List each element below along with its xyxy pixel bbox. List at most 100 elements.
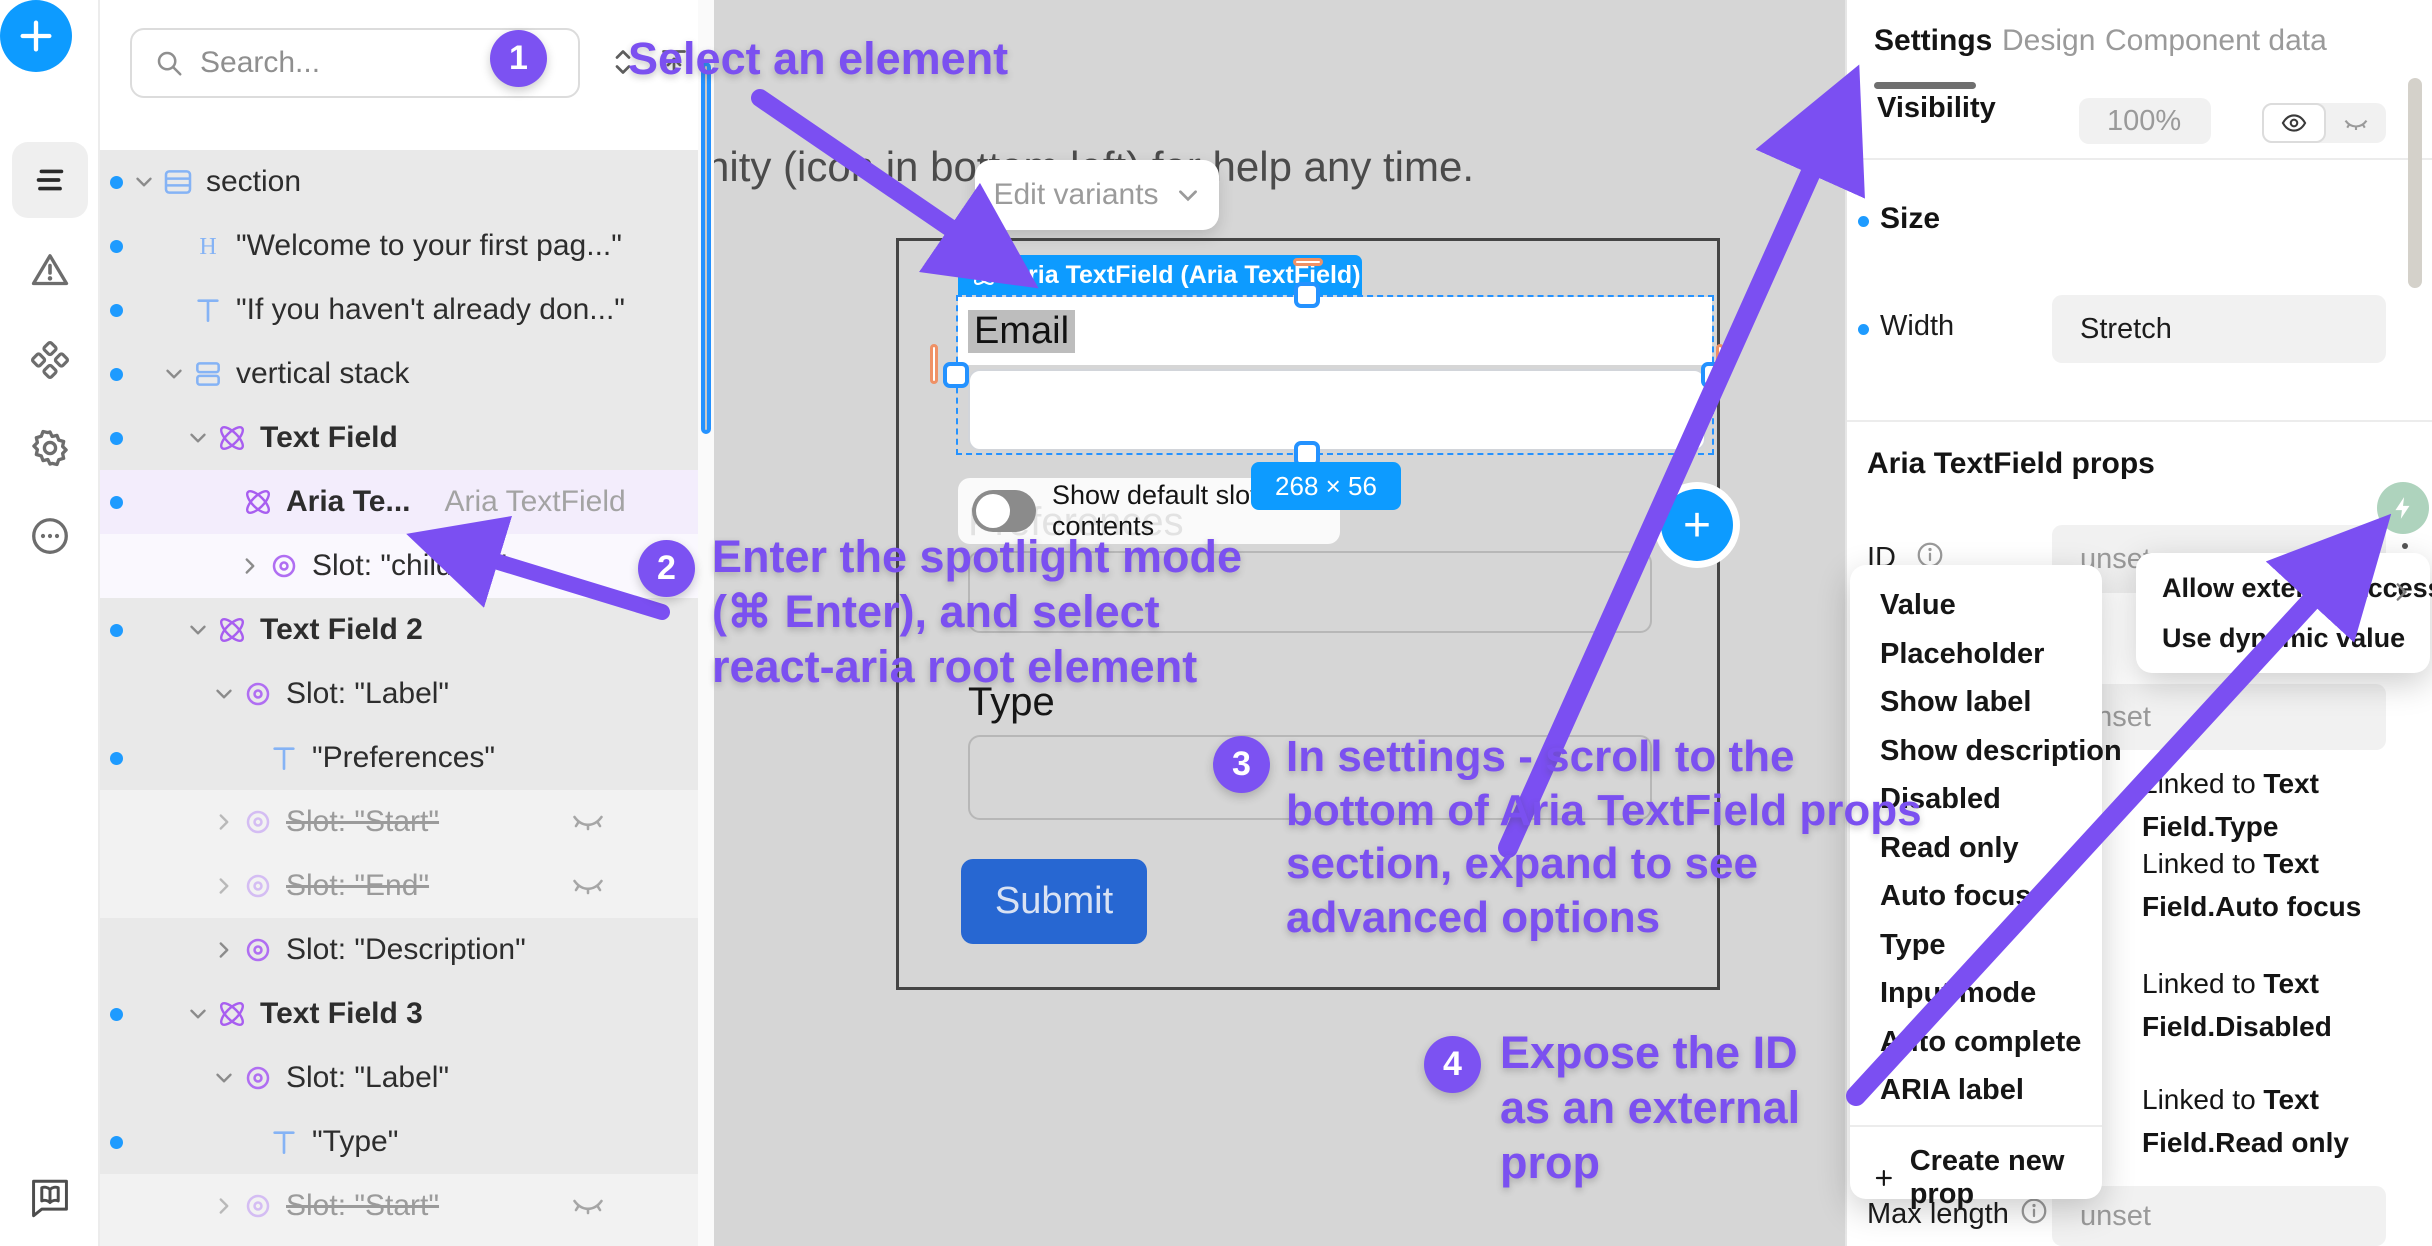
tree-row-slot-start[interactable]: Slot: "Start" — [100, 790, 700, 854]
insert-button[interactable] — [0, 0, 72, 72]
visibility-off-icon[interactable] — [570, 802, 606, 843]
menu-item-aria-label[interactable]: ARIA label — [1880, 1074, 2024, 1106]
eye-off-icon[interactable] — [2326, 103, 2386, 143]
visibility-value[interactable]: 100% — [2079, 98, 2211, 144]
tree-row-label: Slot: "Label" — [286, 677, 450, 710]
show-default-slot-toggle[interactable] — [972, 490, 1036, 532]
resize-handle-top[interactable] — [1294, 282, 1320, 308]
submit-button[interactable]: Submit — [961, 859, 1147, 944]
slot-icon — [240, 804, 276, 840]
tree-row-section[interactable]: section — [100, 150, 700, 214]
slot-icon — [240, 676, 276, 712]
tree-row-text-field-3[interactable]: Text Field 3 — [100, 982, 700, 1046]
tree-row-slot-end[interactable]: Slot: "End" — [100, 854, 700, 918]
inspector-scrollbar[interactable] — [2408, 78, 2422, 288]
tree-row-if-you-haven-t-already-don[interactable]: "If you haven't already don..." — [100, 278, 700, 342]
add-element-button[interactable]: + — [1661, 489, 1733, 561]
menu-divider — [1850, 1125, 2102, 1127]
change-dot — [110, 432, 123, 445]
selection-outline — [956, 295, 1714, 455]
slot-contents-pill: Show default slot contents — [958, 478, 1340, 544]
tree-row-vertical-stack[interactable]: vertical stack — [100, 342, 700, 406]
tree-row-label: section — [206, 165, 302, 198]
layers-scrollbar[interactable] — [698, 0, 714, 1246]
component-atom-icon — [974, 265, 994, 285]
tab-settings[interactable]: Settings — [1874, 24, 1993, 57]
tab-component-data[interactable]: Component data — [2105, 24, 2327, 57]
tree-row-slot-label[interactable]: Slot: "Label" — [100, 662, 700, 726]
plus-icon — [20, 20, 52, 52]
menu-item-input-mode[interactable]: Input mode — [1880, 977, 2037, 1009]
tree-row-text-field[interactable]: Text Field — [100, 406, 700, 470]
tree-row-text-field-2[interactable]: Text Field 2 — [100, 598, 700, 662]
change-dot — [110, 176, 123, 189]
tree-row-preferences[interactable]: "Preferences" — [100, 726, 700, 790]
max-length-value-text: unset — [2080, 1199, 2151, 1232]
edit-variants-label: Edit variants — [993, 178, 1159, 211]
tree-row-slot-description[interactable]: Slot: "Description" — [100, 918, 700, 982]
tree-row-slot-start[interactable]: Slot: "Start" — [100, 1174, 700, 1238]
prop-submenu: Allow external access Use dynamic value — [2136, 553, 2432, 673]
max-length-value-field[interactable]: unset — [2052, 1186, 2386, 1246]
tree-row-label: Slot: "Description" — [286, 933, 526, 966]
slot-icon — [240, 868, 276, 904]
layers-panel-header: Search... — [100, 0, 700, 150]
visibility-off-icon[interactable] — [570, 1186, 606, 1227]
sidebar-item-components[interactable] — [12, 322, 88, 398]
tree-row-slot-label[interactable]: Slot: "Label" — [100, 1046, 700, 1110]
type-field-label: Type — [968, 680, 1055, 724]
change-dot — [110, 304, 123, 317]
tree-row-type[interactable]: "Type" — [100, 1110, 700, 1174]
eye-icon[interactable] — [2262, 103, 2326, 143]
step-badge-3: 3 — [1213, 736, 1270, 793]
search-placeholder: Search... — [200, 46, 321, 79]
dynamic-value-badge — [2377, 482, 2429, 534]
change-dot — [110, 368, 123, 381]
sidebar-item-settings[interactable] — [12, 410, 88, 486]
info-icon — [2021, 1198, 2047, 1224]
size-badge: 268 × 56 — [1251, 462, 1401, 510]
slot-icon — [266, 548, 302, 584]
sidebar-item-issues[interactable] — [12, 232, 88, 308]
menu-item-auto-complete[interactable]: Auto complete — [1880, 1025, 2082, 1058]
left-toolbar — [0, 0, 100, 1246]
visibility-segmented-control[interactable] — [2262, 103, 2386, 143]
submenu-item-use-dynamic-value[interactable]: Use dynamic value — [2162, 623, 2405, 654]
tree-row-welcome-to-your-first-pag[interactable]: H "Welcome to your first pag..." — [100, 214, 700, 278]
tree-row-label: "Welcome to your first pag..." — [236, 229, 622, 262]
menu-item-value[interactable]: Value — [1880, 589, 1956, 621]
docs-button[interactable] — [12, 1158, 88, 1234]
resize-handle-left[interactable] — [943, 362, 969, 388]
scrollbar-handle[interactable] — [701, 62, 711, 434]
more-icon — [32, 518, 68, 554]
tree-row-label: "Type" — [312, 1125, 399, 1158]
edit-variants-button[interactable]: Edit variants — [975, 160, 1219, 230]
visibility-off-icon[interactable] — [570, 866, 606, 907]
padding-marker-top — [1293, 258, 1323, 266]
svg-text:H: H — [199, 234, 216, 260]
collapse-all-icon[interactable] — [656, 44, 692, 80]
sidebar-item-more[interactable] — [12, 498, 88, 574]
create-new-prop-item[interactable]: Create new prop — [1872, 1145, 2102, 1211]
docs-icon — [32, 1179, 68, 1218]
sidebar-item-layers[interactable] — [12, 142, 88, 218]
tree-row-slot-children[interactable]: Slot: "children" — [100, 534, 700, 598]
width-value-text: Stretch — [2080, 312, 2172, 345]
annotation-step-3: In settings - scroll to the bottom of Ar… — [1286, 732, 1922, 943]
step-badge-4: 4 — [1424, 1036, 1481, 1093]
menu-item-show-label[interactable]: Show label — [1880, 686, 2032, 718]
tree-row-aria-te[interactable]: Aria Te...Aria TextField — [100, 470, 700, 534]
expand-collapse-icon[interactable] — [605, 44, 641, 80]
tree-row-slot-end[interactable]: Slot: "End" — [100, 1238, 700, 1246]
create-new-prop-label: Create new prop — [1909, 1145, 2065, 1210]
text-icon — [266, 1124, 302, 1160]
annotation-step-4: Expose the ID as an external prop — [1500, 1027, 1801, 1188]
width-value-select[interactable]: Stretch — [2052, 295, 2386, 363]
tab-design[interactable]: Design — [2002, 24, 2096, 57]
slot-icon — [240, 932, 276, 968]
tree-row-label: Slot: "End" — [286, 869, 430, 902]
menu-item-placeholder[interactable]: Placeholder — [1880, 637, 2045, 670]
active-tab-underline — [1874, 82, 1976, 89]
